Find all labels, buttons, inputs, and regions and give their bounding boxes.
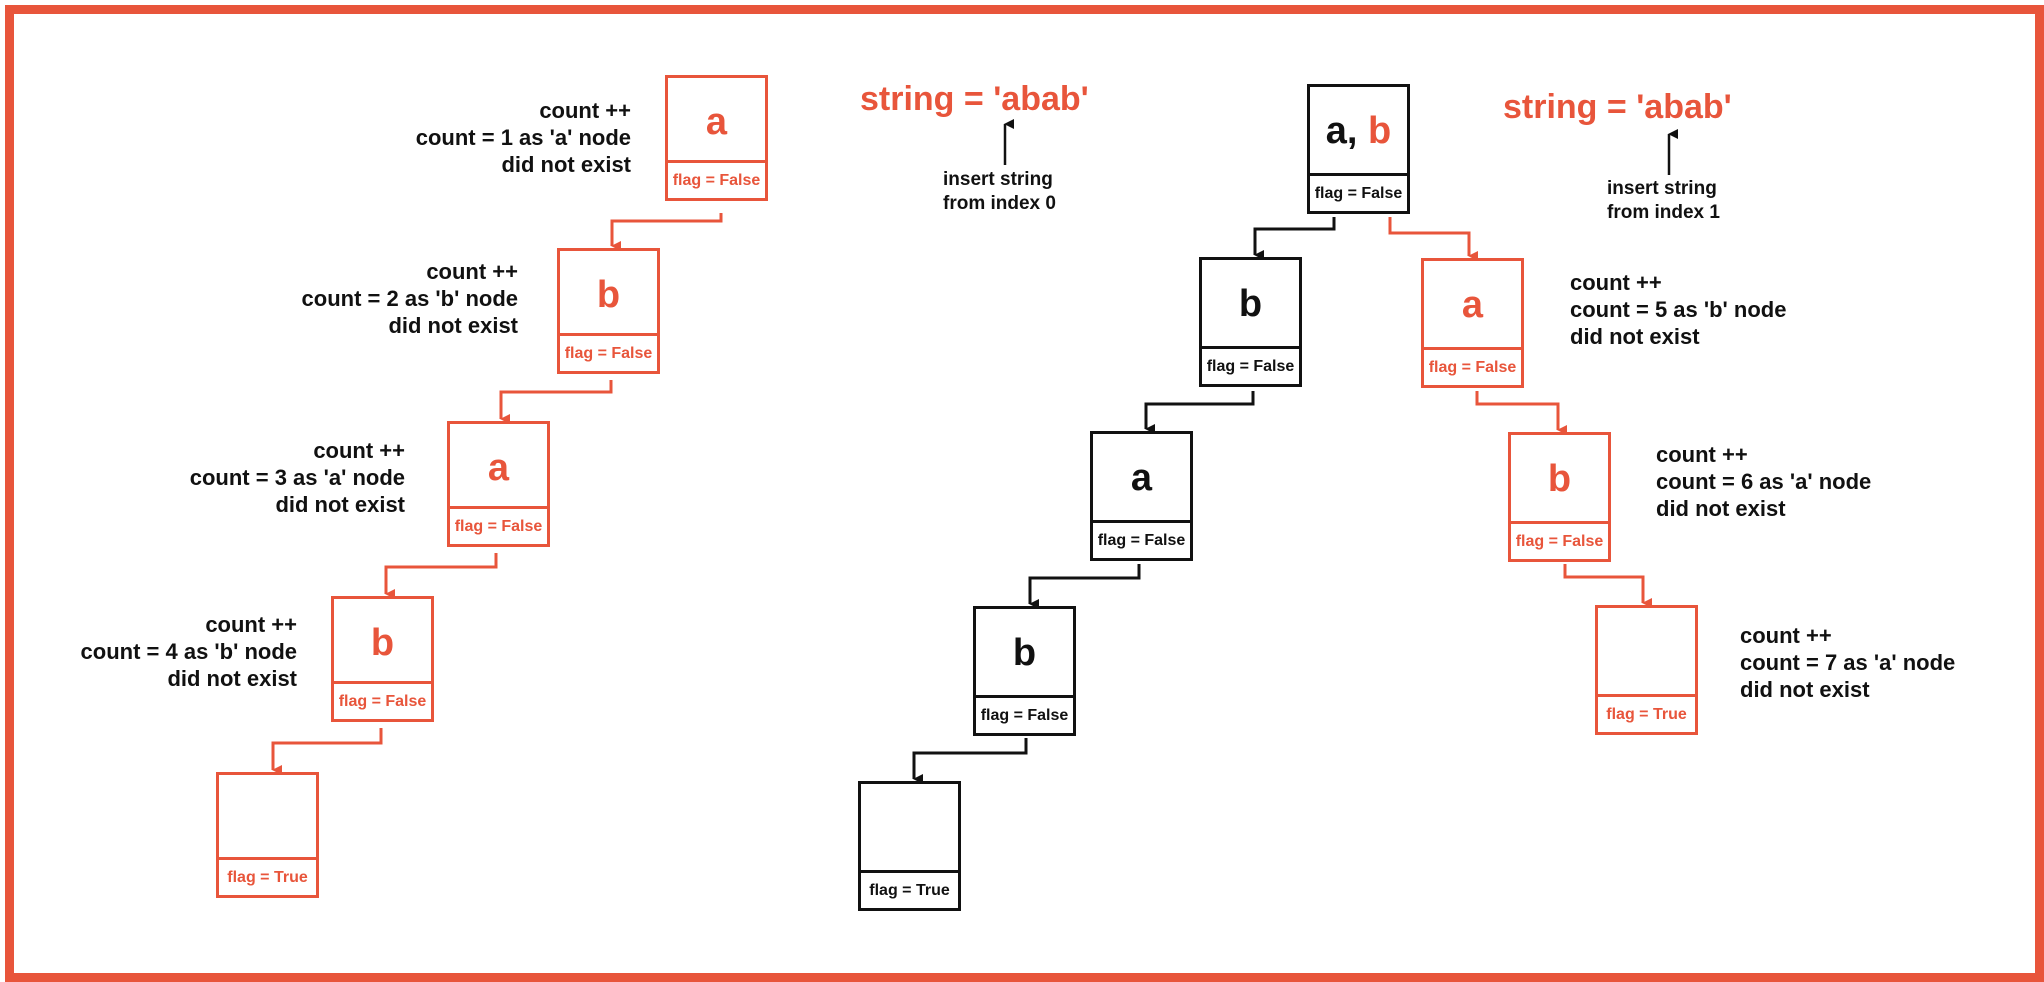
left-node-a1: a flag = False xyxy=(665,75,768,201)
left-node-b2: b flag = False xyxy=(331,596,434,722)
note-line: count = 1 as 'a' node xyxy=(415,125,631,150)
note-line: count ++ xyxy=(1570,270,1662,295)
left-title: string = 'abab' xyxy=(860,80,1089,118)
right-root-node: a, b flag = False xyxy=(1307,84,1410,214)
right-red-node-b: b flag = False xyxy=(1508,432,1611,562)
diagram-frame xyxy=(5,5,2044,982)
hint-line: from index 0 xyxy=(943,193,1056,214)
edge-b-end xyxy=(912,738,1028,784)
note-line: count = 7 as 'a' node xyxy=(1740,650,1956,675)
node-char: b xyxy=(370,621,395,664)
left-node-end: flag = True xyxy=(216,772,319,898)
note-line: count = 2 as 'b' node xyxy=(301,286,518,311)
node-char: b xyxy=(1238,282,1263,325)
left-hint: insert string from index 0 xyxy=(943,168,1056,216)
node-flag: flag = False xyxy=(450,506,547,544)
note-line: did not exist xyxy=(388,313,518,338)
right-node-b1: b flag = False xyxy=(1199,257,1302,387)
right-note-7: count ++ count = 7 as 'a' node did not e… xyxy=(1740,622,1955,703)
note-line: count ++ xyxy=(205,612,297,637)
edge-root-b xyxy=(1253,217,1336,260)
edge-left-a2-b2 xyxy=(384,553,498,599)
root-char-black: a xyxy=(1325,109,1347,152)
note-line: did not exist xyxy=(1656,496,1786,521)
note-line: count ++ xyxy=(426,259,518,284)
right-red-node-a: a flag = False xyxy=(1421,258,1524,388)
note-line: count = 6 as 'a' node xyxy=(1656,469,1872,494)
node-char: b xyxy=(1547,457,1572,500)
note-line: count ++ xyxy=(1656,442,1748,467)
root-separator: , xyxy=(1346,109,1358,152)
hint-line: insert string xyxy=(1607,178,1717,199)
right-node-a: a flag = False xyxy=(1090,431,1193,561)
node-flag: flag = False xyxy=(560,333,657,371)
right-node-b2: b flag = False xyxy=(973,606,1076,736)
root-char-red: b xyxy=(1368,109,1392,152)
left-note-3: count ++ count = 3 as 'a' node did not e… xyxy=(190,437,405,518)
node-char: a xyxy=(487,446,510,489)
node-flag: flag = False xyxy=(1202,346,1299,384)
node-flag: flag = False xyxy=(1424,347,1521,385)
note-line: count ++ xyxy=(539,98,631,123)
right-note-5: count ++ count = 5 as 'b' node did not e… xyxy=(1570,269,1786,350)
node-flag: flag = True xyxy=(1598,694,1695,732)
edge-a-b xyxy=(1028,564,1141,609)
hint-line: from index 1 xyxy=(1607,202,1720,223)
node-char: a, b xyxy=(1310,87,1407,175)
node-flag: flag = False xyxy=(1093,520,1190,558)
edge-left-b1-a2 xyxy=(499,380,613,424)
node-char xyxy=(861,784,958,872)
note-line: did not exist xyxy=(275,492,405,517)
left-node-b1: b flag = False xyxy=(557,248,660,374)
right-title: string = 'abab' xyxy=(1503,88,1732,126)
node-char xyxy=(219,775,316,863)
node-flag: flag = False xyxy=(1511,521,1608,559)
right-note-6: count ++ count = 6 as 'a' node did not e… xyxy=(1656,441,1871,522)
note-line: count = 3 as 'a' node xyxy=(189,465,405,490)
note-line: count ++ xyxy=(313,438,405,463)
node-flag: flag = False xyxy=(334,681,431,719)
left-note-4: count ++ count = 4 as 'b' node did not e… xyxy=(81,611,297,692)
node-char: b xyxy=(596,273,621,316)
node-char: a xyxy=(1461,283,1484,326)
note-line: count ++ xyxy=(1740,623,1832,648)
edge-root-red-a xyxy=(1388,217,1478,261)
node-flag: flag = True xyxy=(861,870,958,908)
node-flag: flag = True xyxy=(219,857,316,895)
left-node-a2: a flag = False xyxy=(447,421,550,547)
note-line: did not exist xyxy=(1570,324,1700,349)
note-line: did not exist xyxy=(167,666,297,691)
note-line: count = 4 as 'b' node xyxy=(80,639,297,664)
node-flag: flag = False xyxy=(668,160,765,198)
hint-line: insert string xyxy=(943,169,1053,190)
edge-left-b2-end xyxy=(271,728,383,775)
node-char: a xyxy=(1130,456,1153,499)
node-char xyxy=(1598,608,1695,696)
left-note-1: count ++ count = 1 as 'a' node did not e… xyxy=(416,97,631,178)
node-char: b xyxy=(1012,631,1037,674)
edge-b-a xyxy=(1144,391,1255,434)
left-note-2: count ++ count = 2 as 'b' node did not e… xyxy=(302,258,518,339)
node-flag: flag = False xyxy=(976,695,1073,733)
node-flag: flag = False xyxy=(1310,173,1407,211)
note-line: count = 5 as 'b' node xyxy=(1570,297,1787,322)
note-line: did not exist xyxy=(501,152,631,177)
edge-red-b-end xyxy=(1563,564,1652,608)
node-char: a xyxy=(705,100,728,143)
right-node-end: flag = True xyxy=(858,781,961,911)
right-red-node-end: flag = True xyxy=(1595,605,1698,735)
note-line: did not exist xyxy=(1740,677,1870,702)
edge-red-a-b xyxy=(1475,391,1567,435)
edge-left-a1-b1 xyxy=(610,213,723,251)
right-hint: insert string from index 1 xyxy=(1607,177,1720,225)
